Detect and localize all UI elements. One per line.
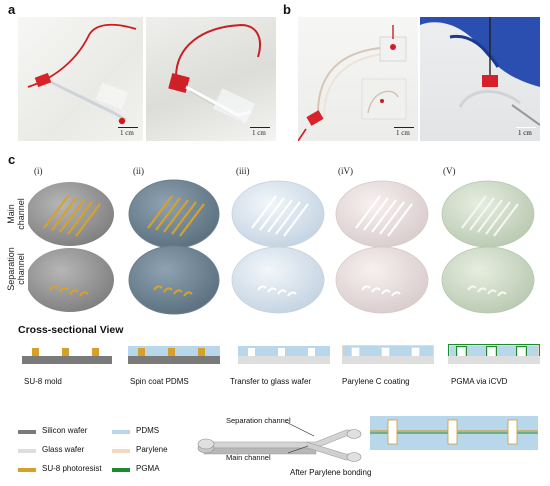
cs-label-2: Spin coat PDMS bbox=[130, 377, 189, 386]
bonded-device-illustration bbox=[197, 421, 362, 462]
legend-swatch-pdms bbox=[112, 430, 130, 434]
legend-swatch-pgma bbox=[112, 468, 130, 472]
wafer-separation-2 bbox=[128, 245, 220, 315]
scale-text-2: 1 cm bbox=[252, 129, 266, 137]
wafer-separation-1 bbox=[28, 248, 114, 312]
photo-a-right: 1 cm bbox=[146, 17, 276, 141]
curved-device-illustration bbox=[298, 25, 407, 141]
panel-letter-a: a bbox=[8, 2, 16, 17]
cs-label-4: Parylene C coating bbox=[342, 377, 410, 386]
legend-label-pdms: PDMS bbox=[136, 426, 160, 435]
bonded-cross-section bbox=[370, 416, 538, 450]
cs-label-5: PGMA via iCVD bbox=[451, 377, 508, 386]
photo-b-right: 1 cm bbox=[420, 17, 540, 141]
wafer-process-illustration bbox=[28, 179, 535, 315]
legend-swatch-parylene bbox=[112, 449, 130, 453]
wafer-main-1 bbox=[28, 182, 114, 246]
label-separation-channel: Separation channel bbox=[226, 416, 291, 425]
gloved-hand-illustration bbox=[420, 17, 540, 126]
legend-swatch-glass bbox=[18, 449, 36, 453]
cs-spin-coat bbox=[128, 346, 220, 364]
cs-label-1: SU-8 mold bbox=[24, 377, 62, 386]
cs-label-3: Transfer to glass wafer bbox=[230, 377, 312, 386]
legend-label-parylene: Parylene bbox=[136, 445, 168, 454]
step-numeral-1: (i) bbox=[34, 166, 43, 176]
wafer-separation-3 bbox=[231, 246, 325, 314]
legend-label-pgma: PGMA bbox=[136, 464, 160, 473]
wafer-main-3 bbox=[231, 180, 325, 248]
cross-section-title: Cross-sectional View bbox=[18, 324, 124, 336]
cs-parylene-coating bbox=[342, 345, 434, 364]
photo-b-left: 1 cm bbox=[298, 17, 418, 141]
wafer-main-5 bbox=[441, 180, 535, 248]
step-numeral-5: (V) bbox=[443, 166, 456, 176]
step-numeral-2: (ii) bbox=[133, 166, 144, 176]
panel-letter-b: b bbox=[283, 2, 291, 17]
legend-label-silicon: Silicon wafer bbox=[42, 426, 88, 435]
bonding-caption: After Parylene bonding bbox=[290, 468, 372, 477]
wafer-separation-5 bbox=[441, 246, 535, 314]
device-closeup-illustration bbox=[168, 23, 261, 124]
photo-a-left: 1 cm bbox=[18, 17, 143, 141]
cs-pgma-icvd bbox=[448, 344, 540, 364]
wafer-main-4 bbox=[335, 180, 429, 248]
scale-text-3: 1 cm bbox=[396, 129, 410, 137]
device-on-paper-illustration bbox=[27, 23, 137, 125]
cs-su8-mold bbox=[22, 348, 112, 364]
legend-label-glass: Glass wafer bbox=[42, 445, 85, 454]
step-numeral-4: (iV) bbox=[338, 166, 353, 176]
wafer-separation-4 bbox=[335, 246, 429, 314]
label-main-channel: Main channel bbox=[226, 453, 271, 462]
legend-label-su8: SU-8 photoresist bbox=[42, 464, 102, 473]
scale-text-4: 1 cm bbox=[518, 129, 532, 137]
scale-text-1: 1 cm bbox=[120, 129, 134, 137]
legend-swatch-silicon bbox=[18, 430, 36, 434]
legend-swatch-su8 bbox=[18, 468, 36, 472]
panel-letter-c: c bbox=[8, 152, 16, 167]
step-numeral-3: (iii) bbox=[236, 166, 250, 176]
cs-transfer-glass bbox=[238, 346, 330, 364]
cross-section-illustration bbox=[22, 344, 540, 364]
wafer-main-2 bbox=[128, 179, 220, 249]
